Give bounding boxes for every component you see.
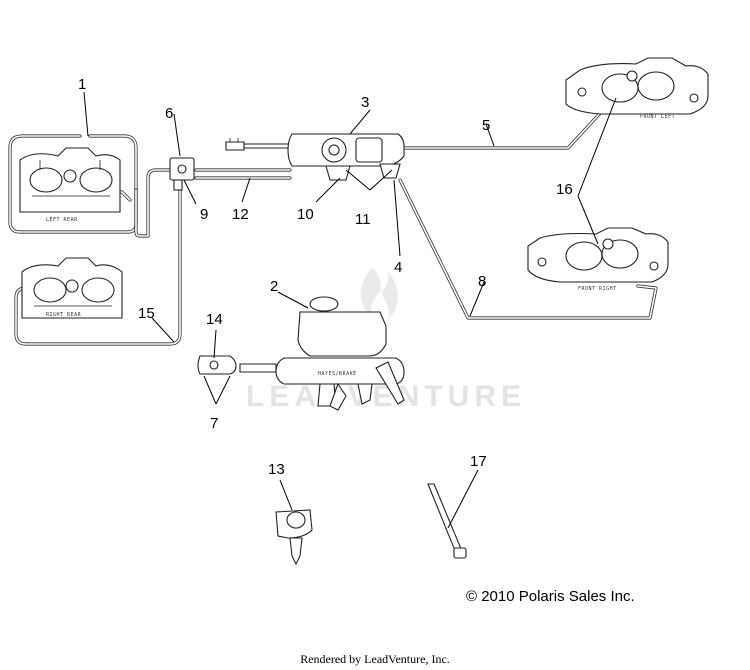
caliper-front-right: FRONT RIGHT [527, 227, 669, 292]
callout-10: 10 [297, 206, 314, 223]
master-cylinder-label: HAYES/BRAKE [318, 371, 357, 377]
brake-line-15 [14, 188, 182, 346]
callout-17: 17 [470, 453, 487, 470]
caliper-label-front-right: FRONT RIGHT [578, 286, 617, 292]
callout-13: 13 [268, 461, 285, 478]
rendered-by-footer: Rendered by LeadVenture, Inc. [300, 652, 450, 666]
callout-3: 3 [361, 94, 369, 111]
callout-8: 8 [478, 273, 486, 290]
brake-tee-block [169, 157, 195, 191]
caliper-label-left-rear: LEFT REAR [46, 217, 78, 223]
cable-tie-17 [427, 483, 467, 559]
leader-lines [83, 91, 617, 529]
watermark-flame-icon [360, 268, 398, 320]
callout-11: 11 [355, 211, 371, 228]
callout-14: 14 [206, 311, 223, 328]
callout-15: 15 [138, 305, 155, 322]
caliper-front-left: FRONT LEFT [565, 57, 709, 120]
watermark: LEADVENTURE [246, 268, 526, 413]
copyright-notice: © 2010 Polaris Sales Inc. [466, 588, 635, 605]
brake-lines [8, 94, 658, 346]
caliper-label-front-left: FRONT LEFT [640, 114, 675, 120]
callouts: 1 2 3 4 5 6 7 8 9 10 11 12 13 14 15 16 1… [78, 76, 573, 478]
caliper-left-rear: LEFT REAR [19, 147, 121, 223]
watermark-text: LEADVENTURE [246, 380, 526, 413]
callout-12: 12 [232, 206, 249, 223]
callout-7: 7 [210, 415, 218, 432]
callout-16: 16 [556, 181, 573, 198]
callout-4: 4 [394, 259, 402, 276]
caliper-label-right-rear: RIGHT REAR [46, 312, 82, 318]
callout-9: 9 [200, 206, 208, 223]
callout-1: 1 [78, 76, 86, 93]
clip-14 [197, 355, 237, 375]
callout-6: 6 [165, 105, 173, 122]
brake-line-8 [398, 178, 658, 320]
fitting-13 [275, 509, 313, 566]
brake-line-12 [194, 168, 292, 180]
callout-5: 5 [482, 117, 490, 134]
caliper-right-rear: RIGHT REAR [21, 257, 123, 319]
callout-2: 2 [270, 278, 278, 295]
lower-master-cylinder: HAYES/BRAKE [239, 296, 405, 411]
upper-master-cylinder [225, 133, 405, 181]
